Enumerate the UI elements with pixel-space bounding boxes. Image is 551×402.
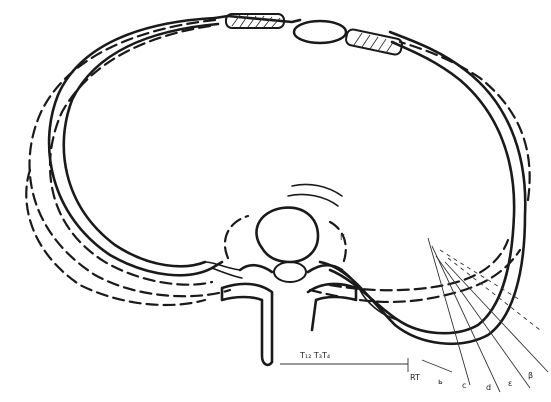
measurement: T₁₂ T₃T₄ RT — [280, 351, 420, 382]
radiating-lines — [422, 238, 548, 392]
sternum — [215, 14, 403, 56]
transverse-processes — [240, 265, 342, 272]
outer-chest-wall — [49, 18, 525, 344]
rib-tag: с — [462, 381, 466, 390]
measure-label: T₁₂ T₃T₄ — [299, 351, 330, 360]
rib-tag: ε — [508, 379, 512, 388]
sternal-body-segment — [294, 21, 346, 43]
rib-tag: ь — [438, 377, 443, 386]
vertebra — [222, 184, 356, 364]
rib-tags: ь с d ε β — [438, 371, 533, 392]
side-mark-label: Γ — [340, 233, 345, 242]
spinous-process-left — [222, 284, 272, 365]
rib-tag: β — [528, 371, 533, 380]
rotation-arc — [288, 194, 338, 206]
inner-chest-wall — [64, 24, 514, 333]
vertebra-dashed-outline — [225, 216, 346, 266]
vertebral-body — [256, 208, 318, 262]
rib-tag: d — [486, 383, 491, 392]
spinal-canal — [274, 262, 306, 282]
lower-tag-label: RT — [410, 373, 420, 382]
